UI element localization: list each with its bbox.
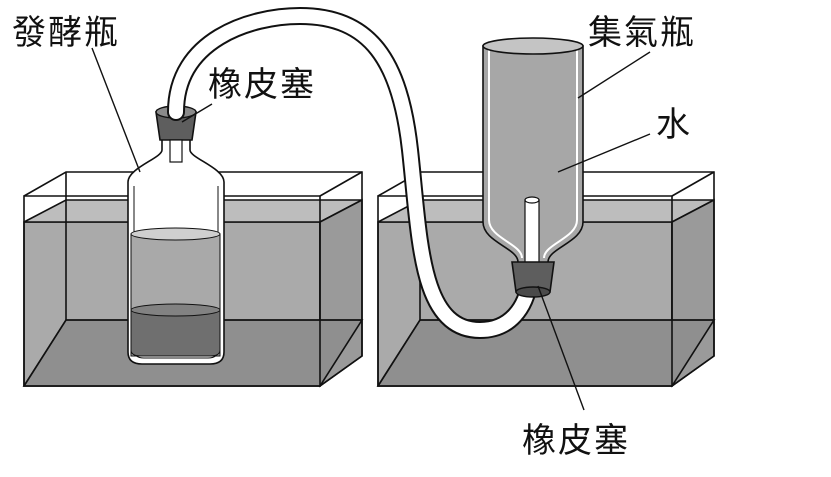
fermentation-bottle xyxy=(127,105,225,365)
gas-collecting-bottle-inner-wall-right xyxy=(543,48,578,259)
label-bottom-rubber-stopper: 橡皮塞 xyxy=(522,421,630,461)
gas-tube-inside-top xyxy=(524,196,540,204)
left-tank-floor-edge xyxy=(23,319,67,387)
right-tank-floor-edge xyxy=(377,319,421,387)
label-fermentation-bottle: 發酵瓶 xyxy=(12,13,120,53)
label-left-rubber-stopper: 橡皮塞 xyxy=(208,65,316,105)
gas-tube-inside xyxy=(524,199,540,271)
fermentation-sediment-top xyxy=(130,303,221,317)
right-tank-inner-floor xyxy=(376,319,716,387)
leader-gas-collecting-bottle xyxy=(577,51,651,99)
fermentation-sediment xyxy=(130,309,221,357)
gas-collecting-bottle-base xyxy=(482,37,584,55)
left-tank-top-right xyxy=(319,171,363,197)
leader-left-stopper xyxy=(181,103,213,123)
leader-water xyxy=(557,133,651,173)
gas-collecting-bottle-inner-wall xyxy=(488,48,523,259)
leader-bottom-stopper xyxy=(537,285,585,411)
leader-lines xyxy=(91,47,651,411)
rubber-tube-fill xyxy=(169,8,537,338)
right-tank-top-right xyxy=(671,171,715,197)
bottom-rubber-stopper-base xyxy=(515,286,551,298)
left-tube-stub xyxy=(169,139,183,163)
label-gas-collecting-bottle: 集氣瓶 xyxy=(588,13,696,53)
gas-collecting-bottle xyxy=(482,37,584,298)
fermentation-liquid-top xyxy=(130,227,221,241)
leader-fermentation-bottle xyxy=(91,47,141,173)
rubber-tube xyxy=(167,6,539,340)
label-water: 水 xyxy=(656,105,692,145)
